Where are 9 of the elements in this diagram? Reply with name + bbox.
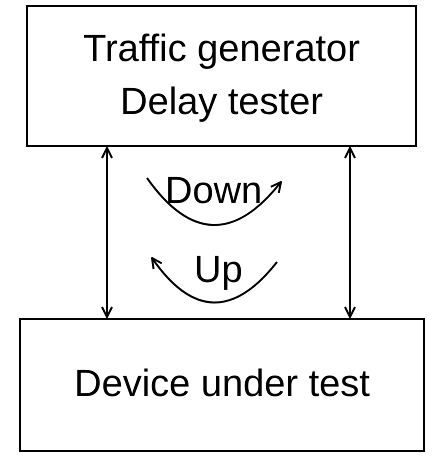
box-text: Traffic generator: [83, 26, 360, 72]
direction-label: Up: [194, 251, 243, 289]
process-box: [26, 5, 417, 147]
box-text: Delay tester: [120, 80, 323, 125]
box-text: Device under test: [74, 362, 370, 408]
direction-label: Down: [165, 172, 262, 210]
double-arrow: [344, 147, 356, 318]
process-box: [19, 318, 425, 452]
double-arrow: [101, 147, 113, 318]
